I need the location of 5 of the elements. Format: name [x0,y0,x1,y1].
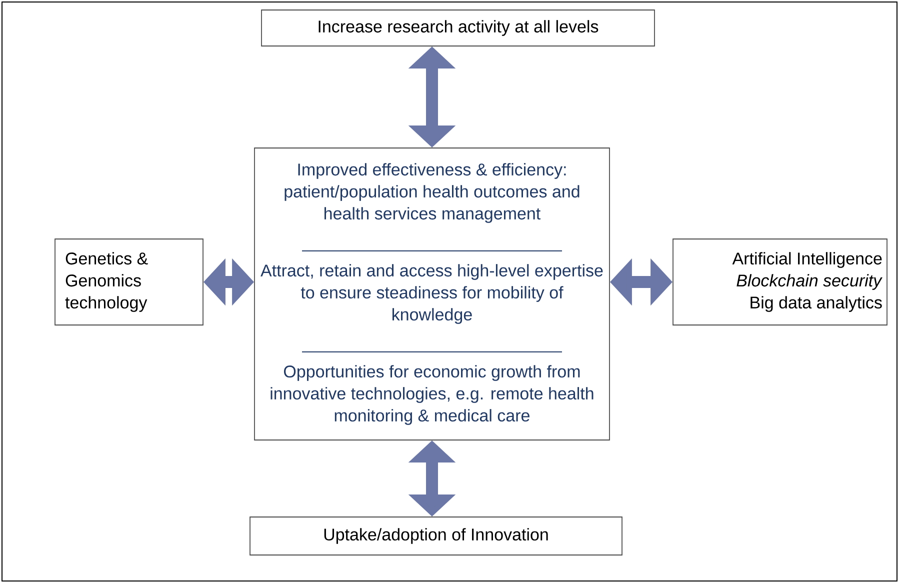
technology-box: Genetics & Genomics technology [54,238,204,326]
central-box: Improved effectiveness & efficiency: patient/population health outcomes and health services management Attract, retain and access high-level expertise to ensure steadiness for mobility of knowledge Opportunities for economic growth from innovative technologies, e.g. remote health monitoring & medical care [254,148,610,440]
technology-box: Artificial Intelligence Blockchain security Big data analytics [672,238,888,326]
goal-box: Increase research activity at all levels [261,10,655,46]
goal-box: Uptake/adoption of Innovation [250,516,622,556]
